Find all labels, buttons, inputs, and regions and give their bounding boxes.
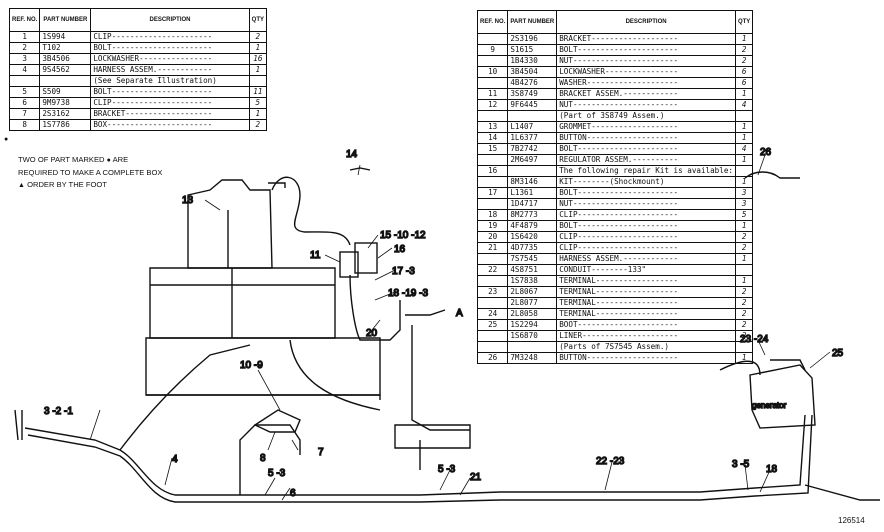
- callout-10-9: 10 -9: [240, 360, 263, 371]
- header-desc: DESCRIPTION: [556, 10, 736, 34]
- generator-label: generator: [752, 401, 787, 410]
- callout-7: 7: [318, 447, 324, 458]
- row-qty: 1: [734, 220, 754, 232]
- row-ref: 9: [476, 44, 509, 56]
- callout-16: 16: [394, 244, 406, 255]
- header-ref: REF. NO.: [476, 10, 509, 34]
- row-ref: 26: [476, 352, 509, 364]
- table-header: REF. NO. PART NUMBER DESCRIPTION QTY: [476, 10, 754, 34]
- wire-loop: [271, 176, 351, 246]
- callout-8: 8: [260, 453, 266, 464]
- callout-21: 21: [470, 472, 482, 483]
- callout-11: 11: [310, 250, 321, 261]
- callout-17-3: 17 -3: [392, 266, 415, 277]
- callout-5-3-right: 5 -3: [438, 464, 456, 475]
- note-line-2: REQUIRED TO MAKE A COMPLETE BOX: [18, 168, 163, 177]
- callout-20: 20: [366, 328, 378, 339]
- note-line-1: TWO OF PART MARKED ● ARE: [18, 155, 129, 164]
- callout-3-5: 3 -5: [732, 459, 750, 470]
- callout-23-24: 23 -24: [740, 334, 769, 345]
- figure-number: 126514: [838, 516, 865, 525]
- row-qty: 5: [734, 209, 754, 221]
- bullet-marker-icon: ●: [4, 136, 9, 143]
- row-description: BOX-----------------------: [90, 119, 250, 131]
- regulator: [339, 242, 378, 278]
- triangle-icon: ▲: [18, 182, 25, 189]
- callout-6: 6: [290, 488, 296, 499]
- callout-3-2-1: 3 -2 -1: [44, 406, 73, 417]
- callout-13: 13: [182, 195, 194, 206]
- row-ref: 21: [476, 242, 509, 254]
- callout-22-23: 22 -23: [596, 456, 625, 467]
- header-ref: REF. NO.: [8, 8, 41, 32]
- callout-18-lower: 18: [766, 464, 778, 475]
- row-qty: 2: [248, 119, 268, 131]
- callout-25: 25: [832, 348, 844, 359]
- parts-table-right: REF. NO. PART NUMBER DESCRIPTION QTY 2S3…: [476, 10, 754, 364]
- callout-26: 26: [760, 147, 772, 158]
- callout-5-3-left: 5 -3: [268, 468, 286, 479]
- row-ref: 8: [8, 119, 41, 131]
- header-part: PART NUMBER: [507, 10, 558, 34]
- conduit-main: [24, 414, 806, 496]
- bullet-icon: ●: [106, 157, 111, 164]
- note-line-3: ▲ ORDER BY THE FOOT: [18, 180, 107, 189]
- row-qty: 16: [248, 53, 268, 65]
- table-header: REF. NO. PART NUMBER DESCRIPTION QTY: [8, 8, 268, 32]
- callout-18-19-3: 18 -19 -3: [388, 288, 428, 299]
- callout-15-10-12: 15 -10 -12: [380, 230, 426, 241]
- table-notes: TWO OF PART MARKED ● ARE REQUIRED TO MAK…: [18, 154, 162, 192]
- callout-A: A: [456, 308, 463, 319]
- engine-block: [145, 179, 381, 400]
- callout-14: 14: [346, 149, 358, 160]
- generator: [719, 359, 816, 429]
- callout-4: 4: [172, 454, 178, 465]
